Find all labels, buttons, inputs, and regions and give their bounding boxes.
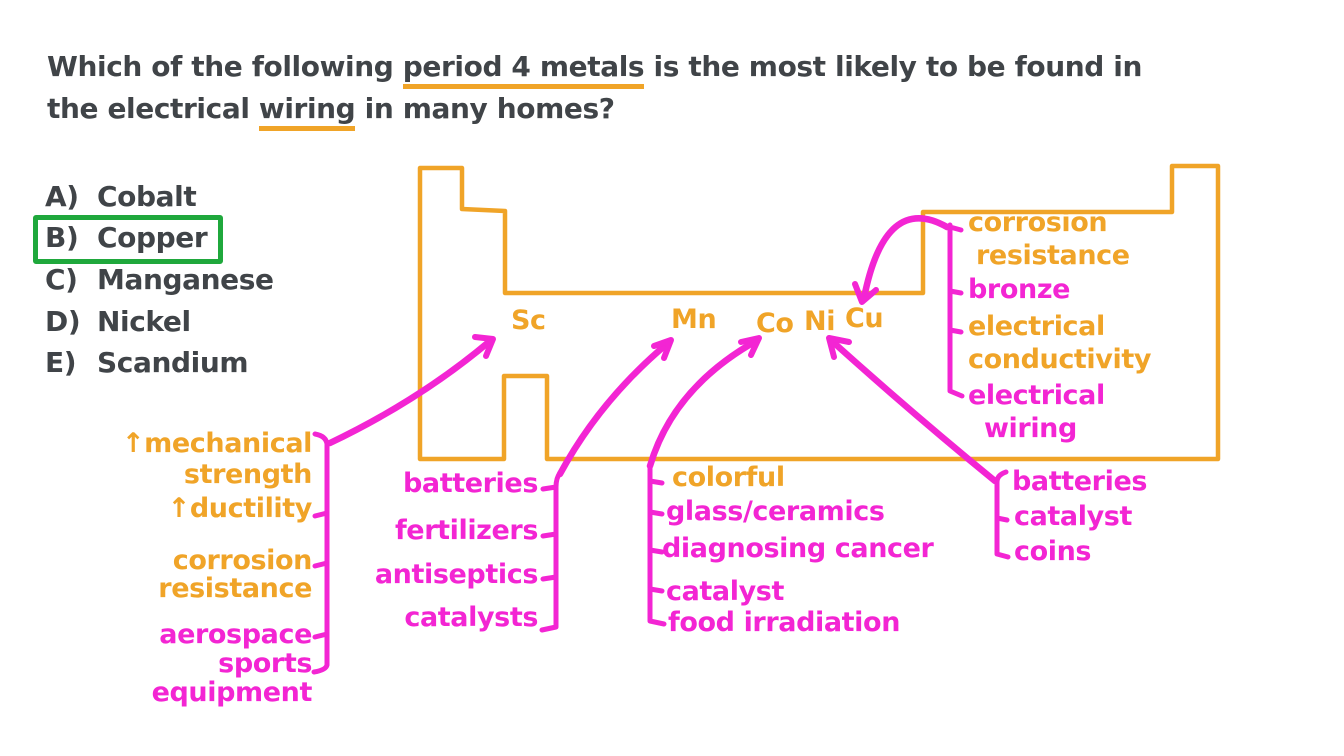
ni-annotation-line: coins	[1014, 536, 1092, 567]
element-symbol-ni: Ni	[804, 306, 836, 337]
sc-annotation-line: sports	[218, 648, 312, 679]
sc-annotation-line: ↑ductility	[167, 493, 313, 524]
cu-annotation-line: electrical	[968, 311, 1105, 342]
sc-annotation-line: ↑mechanical	[121, 428, 312, 459]
correct-answer-box	[33, 215, 223, 264]
element-symbol-mn: Mn	[671, 304, 717, 335]
option-letter: B)	[45, 221, 79, 254]
mn-annotations-bracket	[539, 470, 563, 633]
option-row-d: D) Nickel	[0, 305, 300, 339]
mn-annotation-line: antiseptics	[374, 559, 539, 590]
arrow-to-ni-arrowhead	[826, 335, 852, 360]
co-annotation-line: food irradiation	[668, 607, 901, 638]
option-row-c: C) Manganese	[0, 263, 300, 297]
option-letter: A)	[45, 180, 79, 213]
option-letter: D)	[45, 305, 81, 338]
arrow-to-mn-arrowhead	[651, 337, 674, 361]
co-annotation-line: catalyst	[666, 576, 784, 607]
element-symbol-sc: Sc	[511, 305, 546, 336]
mn-annotation-line: catalysts	[404, 602, 538, 633]
mn-annotation-line: fertilizers	[394, 515, 538, 546]
option-row-a: A) Cobalt	[0, 180, 300, 214]
periodic-table-outline	[417, 163, 1221, 462]
arrow-to-ni	[829, 338, 999, 485]
element-symbol-co: Co	[756, 308, 794, 339]
cu-annotation-line: electrical	[968, 380, 1105, 411]
arrow-to-cu-arrowhead	[852, 281, 879, 305]
arrow-to-sc-arrowhead	[472, 334, 496, 359]
element-symbol-cu: Cu	[845, 303, 884, 334]
question-text: is the most likely to be found in	[644, 50, 1143, 83]
option-row-e: E) Scandium	[0, 346, 300, 380]
option-label: Cobalt	[97, 180, 197, 213]
option-label: Scandium	[97, 346, 249, 379]
underlined-keyword-period-4-metals: period 4 metals	[402, 50, 645, 89]
co-annotations-bracket	[647, 463, 667, 627]
arrow-to-co-arrowhead	[738, 335, 762, 358]
arrow-to-mn	[556, 339, 672, 478]
question-text: Which of the following	[47, 50, 403, 83]
arrow-to-sc	[326, 337, 494, 447]
co-annotation-line: colorful	[672, 462, 785, 493]
option-label: Manganese	[97, 263, 274, 296]
cu-annotation-line: wiring	[984, 413, 1077, 444]
ni-annotations-bracket	[994, 469, 1011, 560]
ni-annotation-line: catalyst	[1014, 501, 1132, 532]
cu-annotation-line: resistance	[976, 240, 1130, 271]
cu-annotation-line: bronze	[968, 274, 1071, 305]
question-line-2: the electrical wiring in many homes?	[47, 92, 615, 131]
arrow-to-co	[646, 337, 760, 470]
option-letter: E)	[45, 346, 77, 379]
question-text: in many homes?	[355, 92, 615, 125]
sc-annotation-line: equipment	[151, 677, 313, 708]
co-annotation-line: glass/ceramics	[666, 496, 885, 527]
mn-annotation-line: batteries	[402, 468, 538, 499]
cu-annotation-line: corrosion	[968, 207, 1108, 238]
option-label: Nickel	[97, 305, 191, 338]
question-text: the electrical	[47, 92, 259, 125]
sc-annotation-line: corrosion	[172, 545, 313, 576]
sc-annotation-line: strength	[183, 459, 312, 490]
sc-annotations-bracket	[311, 431, 330, 675]
co-annotation-line: diagnosing cancer	[662, 533, 934, 564]
ni-annotation-line: batteries	[1012, 466, 1148, 497]
sc-annotation-line: resistance	[158, 573, 312, 604]
cu-annotation-line: conductivity	[968, 344, 1152, 375]
sc-annotation-line: aerospace	[159, 619, 312, 650]
option-row-b: B) Copper	[0, 221, 300, 255]
underlined-keyword-wiring: wiring	[258, 92, 356, 131]
cu-annotations-bracket	[947, 222, 965, 399]
arrow-to-cu	[860, 215, 951, 302]
question-line-1: Which of the following period 4 metals i…	[47, 50, 1143, 89]
option-label: Copper	[97, 221, 208, 254]
option-letter: C)	[45, 263, 78, 296]
